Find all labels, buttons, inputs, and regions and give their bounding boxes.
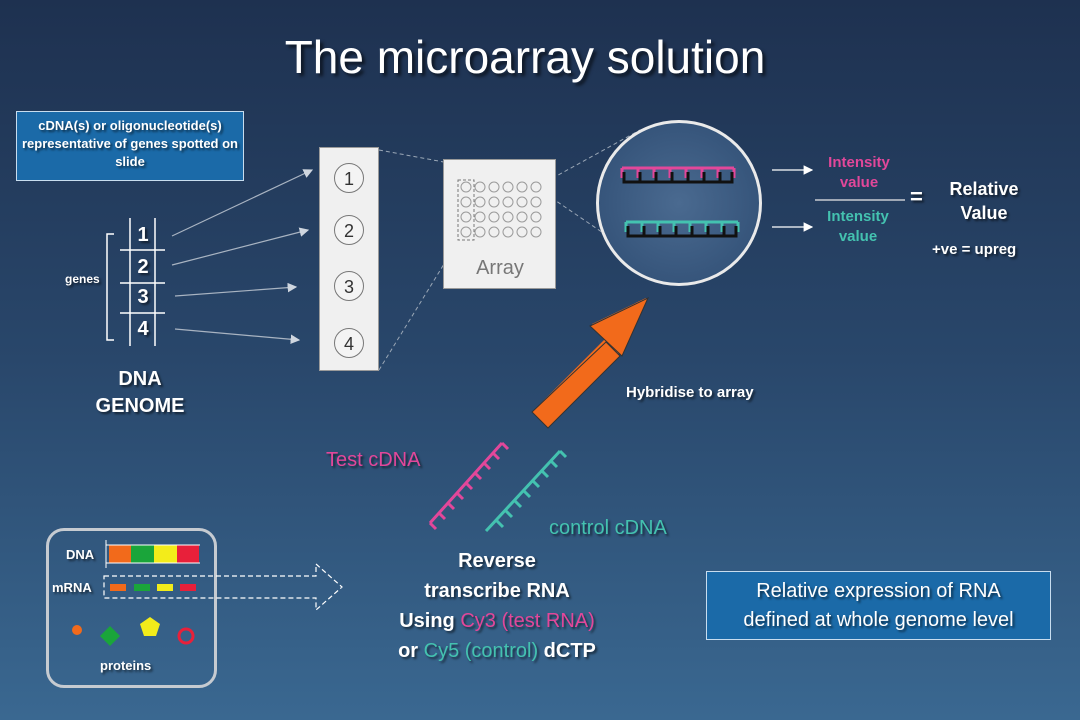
cdna-strands-icon: [428, 441, 568, 533]
cy5-label: Cy5 (control): [423, 640, 539, 662]
slide-spot-2: 2: [334, 215, 364, 245]
gene-expression-icon: [72, 540, 343, 646]
cell-mrna-label: mRNA: [52, 580, 92, 595]
reverse-line4-prefix: or: [398, 640, 424, 662]
reverse-line3: Using Cy3 (test RNA): [366, 606, 628, 636]
relative-value: Relative Value: [930, 177, 1038, 225]
intensity-test-line2: value: [839, 174, 879, 191]
slide-spot-3: 3: [334, 271, 364, 301]
genome-ladder: [106, 218, 165, 346]
intensity-control-line2: value: [838, 228, 878, 245]
zoom-circle: [596, 120, 762, 286]
array-label: Array: [476, 257, 524, 279]
hybridised-probes-icon: [620, 166, 740, 238]
reverse-transcribe-text: Reverse transcribe RNA Using Cy3 (test R…: [366, 546, 628, 666]
intensity-arrows: [772, 165, 814, 232]
dna-genome-label: DNA GENOME: [80, 366, 200, 420]
array-box: Array: [443, 159, 556, 289]
reverse-line4: or Cy5 (control) dCTP: [366, 636, 628, 666]
reverse-line3-prefix: Using: [399, 610, 461, 632]
dna-genome-line2: GENOME: [95, 395, 185, 417]
slide-spot-4: 4: [334, 328, 364, 358]
cell-box: [46, 528, 217, 688]
genome-number-1: 1: [137, 224, 149, 246]
cell-proteins-label: proteins: [100, 658, 152, 673]
intensity-test-line1: Intensity: [828, 154, 890, 171]
glass-slide: 1 2 3 4: [319, 147, 379, 371]
reverse-line4-suffix: dCTP: [538, 640, 596, 662]
hybridise-label: Hybridise to array: [626, 384, 754, 401]
slide-title: The microarray solution: [284, 31, 766, 83]
array-grid-icon: [457, 179, 542, 241]
relative-expression-line1: Relative expression of RNA: [756, 580, 1001, 602]
intensity-value-test: Intensity value: [819, 153, 899, 193]
reverse-line1: Reverse: [458, 550, 536, 572]
intensity-control-line1: Intensity: [827, 208, 889, 225]
mrna-bar: [110, 584, 196, 591]
genome-number-4: 4: [137, 318, 149, 340]
genome-number-3: 3: [137, 286, 149, 308]
cell-dna-label: DNA: [66, 547, 95, 562]
relative-expression-line2: defined at whole genome level: [743, 609, 1014, 631]
relative-expression-box: Relative expression of RNA defined at wh…: [706, 571, 1051, 640]
control-cdna-label: control cDNA: [549, 517, 667, 539]
equals-sign: =: [910, 184, 923, 209]
reverse-line2: transcribe RNA: [424, 580, 570, 602]
genes-label: genes: [65, 272, 100, 286]
slide-spot-1: 1: [334, 163, 364, 193]
cy3-label: Cy3 (test RNA): [460, 610, 595, 632]
test-cdna-label: Test cDNA: [326, 449, 421, 471]
intensity-value-control: Intensity value: [818, 207, 898, 247]
relative-value-line1: Relative: [949, 179, 1019, 199]
info-box-cdna: cDNA(s) or oligonucleotide(s) representa…: [16, 111, 244, 181]
gene-to-spot-arrows: [171, 169, 314, 345]
upreg-note: +ve = upreg: [932, 241, 1017, 258]
dna-bar: [105, 540, 200, 568]
hybridise-arrow-icon: [531, 296, 650, 429]
relative-value-line2: Value: [960, 203, 1008, 223]
dna-genome-line1: DNA: [118, 368, 162, 390]
genome-number-2: 2: [137, 256, 149, 278]
